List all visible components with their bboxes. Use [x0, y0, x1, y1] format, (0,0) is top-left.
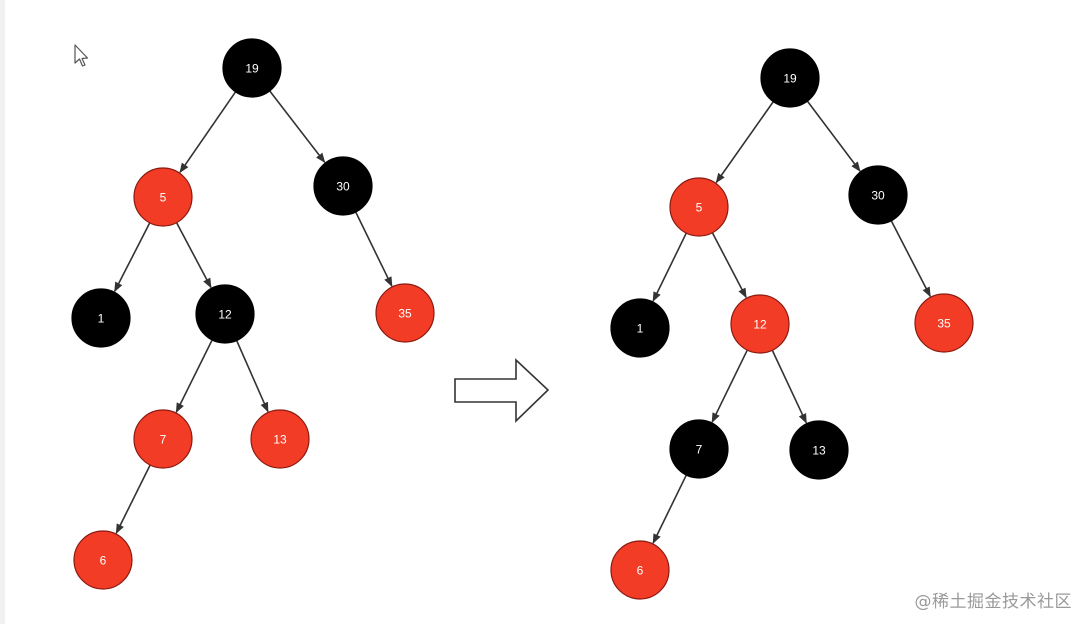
node-label: 13	[812, 444, 826, 458]
tree-edge-after-n7-n6	[652, 473, 688, 544]
tree-edge-before-n12-n7	[175, 338, 214, 414]
pointer-cursor-icon	[74, 44, 89, 67]
tree-node-after-35: 35	[914, 293, 974, 353]
node-label: 12	[218, 308, 232, 322]
tree-after-rotation: 19 5 30 1 12 35 7 13 6	[610, 48, 974, 600]
tree-edge-before-n19-n5	[179, 90, 237, 174]
tree-before-rotation: 19 5 30 1 12 35 7 13 6	[71, 38, 435, 590]
tree-node-after-12: 12	[730, 294, 790, 354]
tree-edge-after-n30-n35	[890, 219, 931, 298]
tree-node-before-5: 5	[133, 167, 193, 227]
tree-node-before-6: 6	[73, 530, 133, 590]
tree-node-after-19: 19	[760, 48, 820, 108]
node-circle	[760, 48, 820, 108]
tree-node-before-35: 35	[375, 283, 435, 343]
node-label: 6	[100, 554, 107, 568]
right-arrow-icon	[454, 358, 550, 423]
tree-node-before-12: 12	[195, 284, 255, 344]
tree-node-after-30: 30	[848, 165, 908, 225]
tree-node-before-7: 7	[133, 409, 193, 469]
tree-edge-after-n12-n7	[711, 348, 749, 423]
node-circle	[730, 294, 790, 354]
tree-node-before-13: 13	[250, 409, 310, 469]
node-label: 1	[637, 322, 644, 336]
node-circle	[71, 288, 131, 348]
node-label: 35	[937, 317, 951, 331]
node-circle	[848, 165, 908, 225]
node-label: 19	[783, 72, 797, 86]
node-circle	[250, 409, 310, 469]
node-circle	[610, 298, 670, 358]
node-label: 30	[336, 180, 350, 194]
node-label: 12	[753, 318, 767, 332]
node-label: 19	[245, 62, 259, 76]
node-circle	[73, 530, 133, 590]
tree-edge-before-n7-n6	[115, 463, 152, 535]
watermark-text: @稀土掘金技术社区	[914, 592, 1072, 612]
node-label: 35	[398, 307, 412, 321]
tree-edge-after-n5-n12	[711, 231, 747, 299]
tree-edge-before-n12-n13	[235, 339, 269, 413]
node-circle	[133, 167, 193, 227]
node-label: 7	[160, 433, 167, 447]
tree-edge-after-n5-n1	[652, 231, 688, 302]
node-circle	[789, 420, 849, 480]
node-circle	[669, 177, 729, 237]
node-label: 7	[696, 443, 703, 457]
tree-edge-before-n5-n12	[175, 221, 212, 289]
tree-node-after-6: 6	[610, 540, 670, 600]
node-label: 5	[696, 201, 703, 215]
tree-edge-after-n12-n13	[771, 349, 808, 424]
tree-edge-before-n5-n1	[113, 221, 151, 293]
node-circle	[222, 38, 282, 98]
left-edge-strip	[0, 0, 5, 624]
tree-node-before-1: 1	[71, 288, 131, 348]
node-circle	[669, 419, 729, 479]
node-label: 1	[98, 312, 105, 326]
tree-node-after-7: 7	[669, 419, 729, 479]
node-circle	[914, 293, 974, 353]
node-circle	[375, 283, 435, 343]
node-circle	[313, 156, 373, 216]
tree-node-after-13: 13	[789, 420, 849, 480]
tree-node-after-5: 5	[669, 177, 729, 237]
node-circle	[610, 540, 670, 600]
tree-edge-before-n30-n35	[354, 210, 393, 287]
tree-edge-after-n19-n5	[715, 100, 775, 184]
tree-node-before-30: 30	[313, 156, 373, 216]
node-label: 30	[871, 189, 885, 203]
node-circle	[133, 409, 193, 469]
tree-node-after-1: 1	[610, 298, 670, 358]
tree-node-before-19: 19	[222, 38, 282, 98]
tree-edge-before-n19-n30	[268, 89, 326, 164]
node-label: 6	[637, 564, 644, 578]
node-label: 13	[273, 433, 287, 447]
node-label: 5	[160, 191, 167, 205]
tree-edge-after-n19-n30	[806, 99, 861, 172]
node-circle	[195, 284, 255, 344]
